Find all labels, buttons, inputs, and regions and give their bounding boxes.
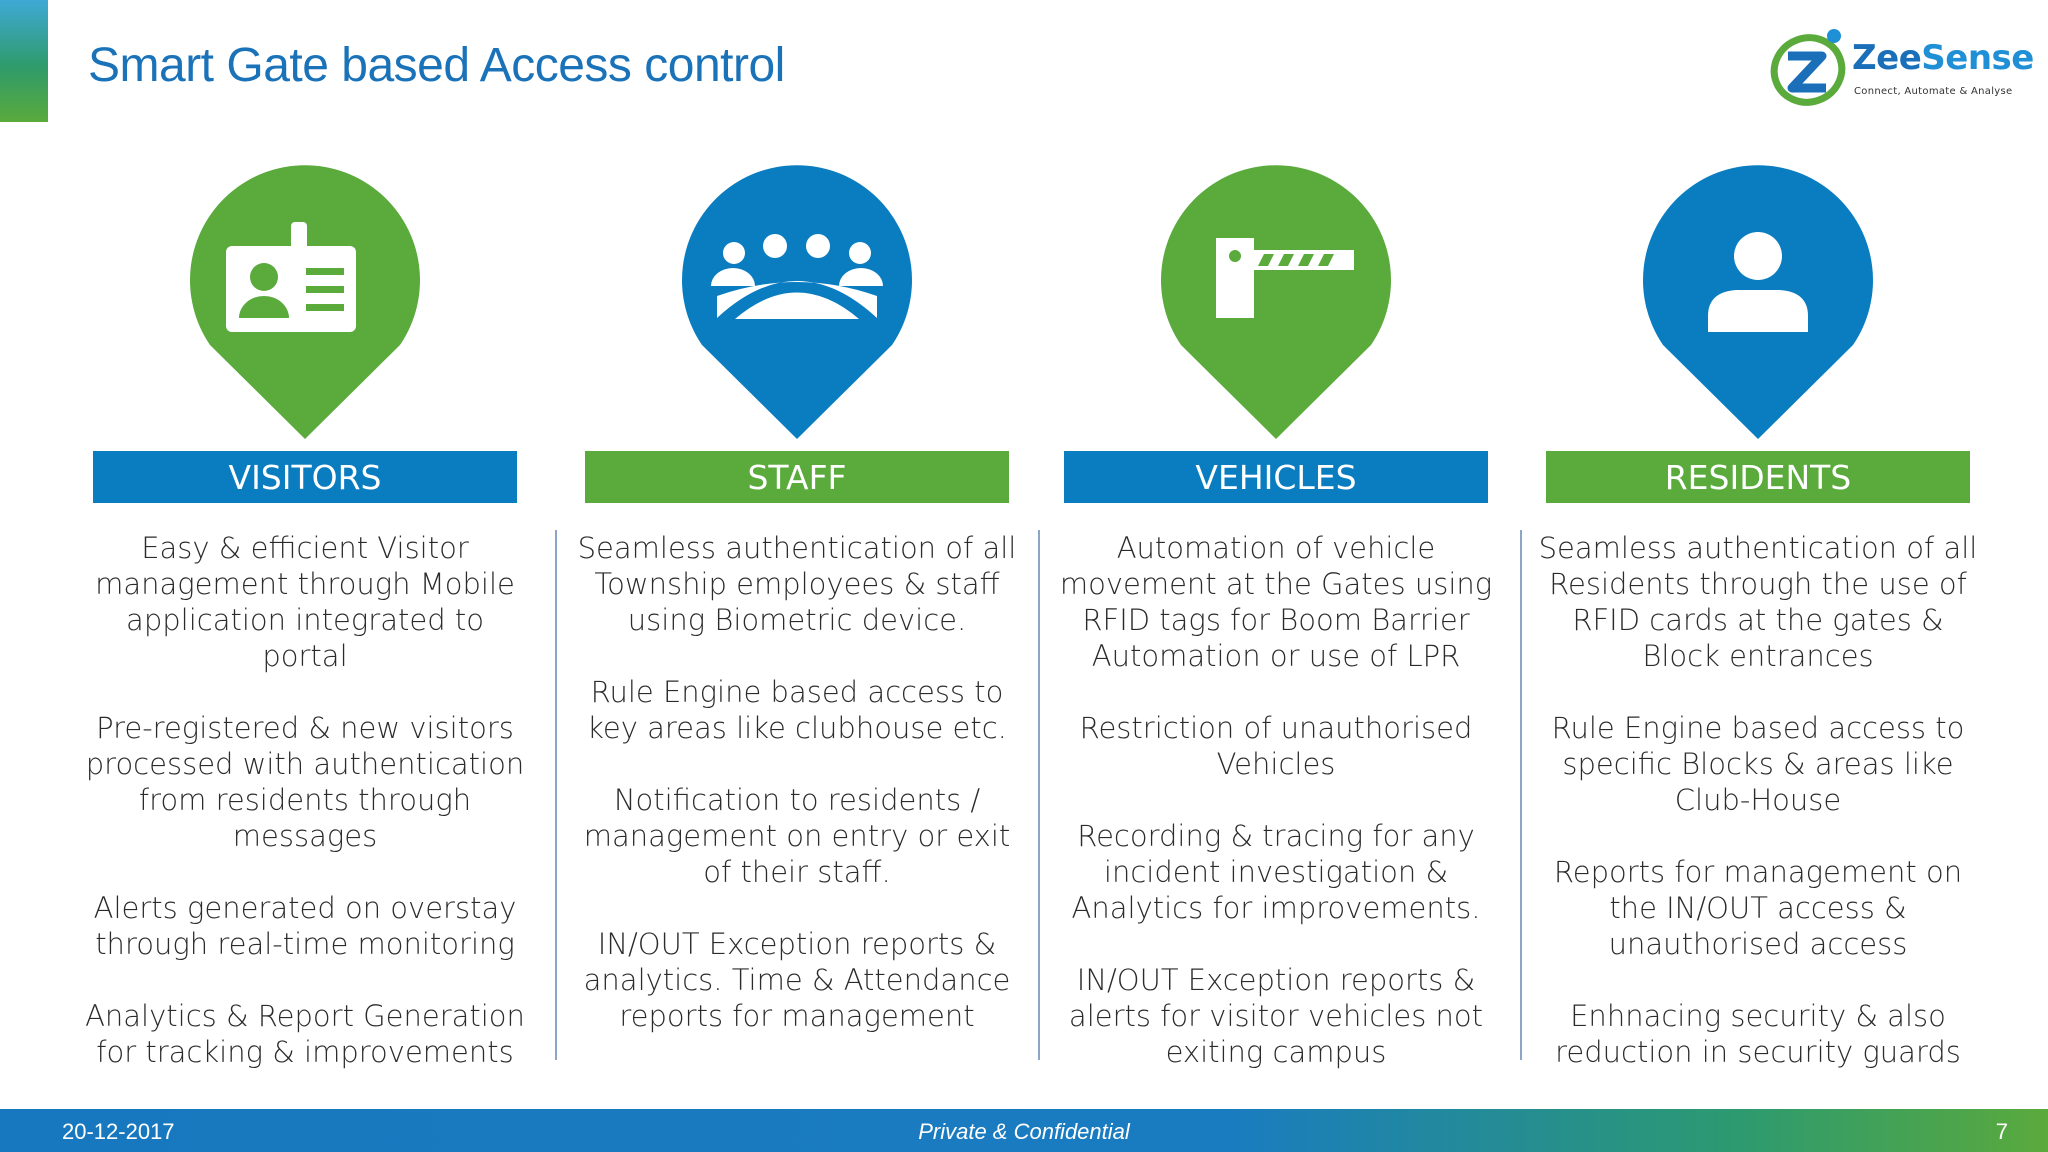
description-paragraph: Reports for management on the IN/OUT acc… [1553,855,1963,961]
pin-shape [1161,165,1391,439]
zeesense-logo: ZeeSense Connect, Automate & Analyse [1768,26,2034,112]
vehicles-description: Automation of vehicle movement at the Ga… [1056,530,1496,1106]
footer-confidential: Private & Confidential [918,1119,1130,1144]
description-paragraph: Pre-registered & new visitors processed … [85,711,525,853]
description-paragraph: Seamless authentication of all Residents… [1538,531,1978,673]
description-paragraph: Restriction of unauthorised Vehicles [1079,711,1473,781]
logo-tagline: Connect, Automate & Analyse [1854,86,2013,97]
description-paragraph: Notification to residents / management o… [583,783,1011,889]
description-paragraph: IN/OUT Exception reports & alerts for vi… [1068,963,1484,1069]
description-paragraph: Analytics & Report Generation for tracki… [85,999,525,1069]
footer-bar: 20-12-2017 Private & Confidential 7 [0,1109,2048,1152]
logo-wordmark: ZeeSense [1852,38,2034,78]
description-paragraph: Rule Engine based access to key areas li… [587,675,1007,745]
residents-description: Seamless authentication of all Residents… [1538,530,1978,1106]
boom-barrier-icon [1216,238,1354,318]
column-divider [1520,530,1522,1060]
id-card-icon [226,222,356,332]
column-divider [1038,530,1040,1060]
slide-title: Smart Gate based Access control [88,39,785,92]
group-icon [711,234,883,319]
footer-date: 20-12-2017 [62,1119,175,1144]
vehicles-header: VEHICLES [1064,451,1488,503]
description-paragraph: Seamless authentication of all Township … [577,531,1017,637]
visitors-description: Easy & efficient Visitor management thro… [85,530,525,1106]
description-paragraph: Recording & tracing for any incident inv… [1071,819,1481,925]
description-paragraph: Enhnacing security & also reduction in s… [1555,999,1961,1069]
logo-brand-part1: Zee [1852,38,1922,78]
description-paragraph: Rule Engine based access to specific Blo… [1551,711,1965,817]
vehicles-pin [1161,165,1391,439]
staff-pin [682,165,912,439]
residents-pin [1643,165,1873,439]
logo-brand-part2: Sense [1921,38,2034,78]
staff-header: STAFF [585,451,1009,503]
description-paragraph: IN/OUT Exception reports & analytics. Ti… [583,927,1011,1033]
residents-header: RESIDENTS [1546,451,1970,503]
column-divider [555,530,557,1060]
logo-mark-icon [1770,29,1846,106]
visitors-pin [190,165,420,439]
description-paragraph: Automation of vehicle movement at the Ga… [1059,531,1493,673]
footer-page-number: 7 [1995,1119,2008,1144]
staff-description: Seamless authentication of all Township … [577,530,1017,1070]
description-paragraph: Alerts generated on overstay through rea… [93,891,517,961]
accent-bar [0,0,48,122]
visitors-header: VISITORS [93,451,517,503]
person-icon [1708,232,1808,332]
description-paragraph: Easy & efficient Visitor management thro… [95,531,515,673]
